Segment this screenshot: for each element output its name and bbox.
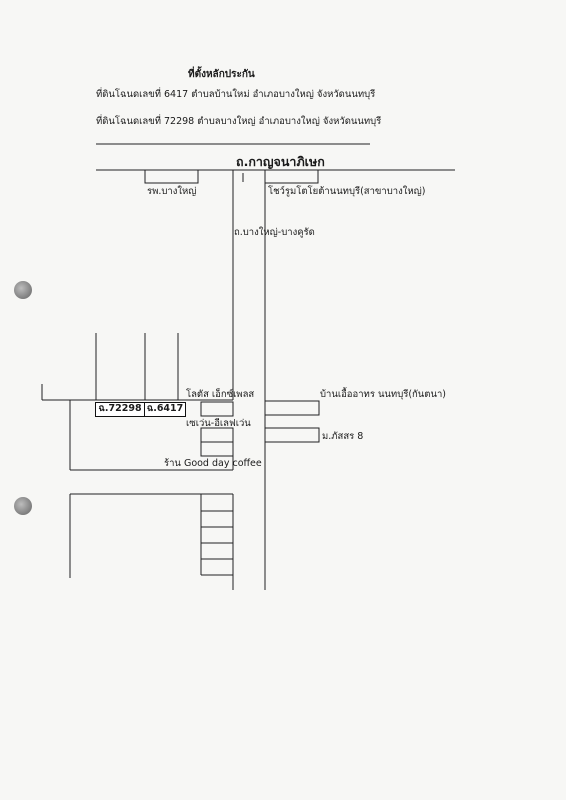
- hospital-building: [144, 170, 199, 184]
- seven-eleven-label: เซเว่น-อีเลฟเว่น: [186, 418, 251, 429]
- punch-hole-top: [14, 281, 32, 299]
- hospital-label: รพ.บางใหญ่: [147, 186, 197, 197]
- deed-72298-box: ฉ.72298: [95, 402, 145, 417]
- document-title: ที่ตั้งหลักประกัน: [188, 69, 255, 80]
- deed-line-72298: ที่ดินโฉนดเลขที่ 72298 ตำบลบางใหญ่ อำเภอ…: [96, 116, 382, 127]
- village-block: [264, 427, 320, 443]
- restaurant-block: [264, 400, 320, 416]
- seven-eleven-block-2: [200, 441, 234, 457]
- deed-6417-box: ฉ.6417: [144, 402, 186, 417]
- deed-line-6417: ที่ดินโฉนดเลขที่ 6417 ตำบลบ้านใหม่ อำเภอ…: [96, 89, 376, 100]
- lotus-label: โลตัส เอ็กซ์เพลส: [186, 389, 255, 400]
- village-label: ม.ภัสสร 8: [322, 431, 364, 442]
- showroom-building: [264, 170, 319, 184]
- main-road-label: ถ.กาญจนาภิเษก: [236, 154, 325, 169]
- seven-eleven-block: [200, 427, 234, 443]
- showroom-label: โชว์รูมโตโยต้านนทบุรี(สาขาบางใหญ่): [268, 186, 426, 197]
- punch-hole-bottom: [14, 497, 32, 515]
- side-road-label: ถ.บางใหญ่-บางคูรัด: [234, 227, 315, 238]
- restaurant-label: บ้านเอื้ออาทร นนทบุรี(กันตนา): [320, 389, 446, 400]
- coffee-label: ร้าน Good day coffee: [164, 458, 262, 469]
- lotus-block: [200, 401, 234, 417]
